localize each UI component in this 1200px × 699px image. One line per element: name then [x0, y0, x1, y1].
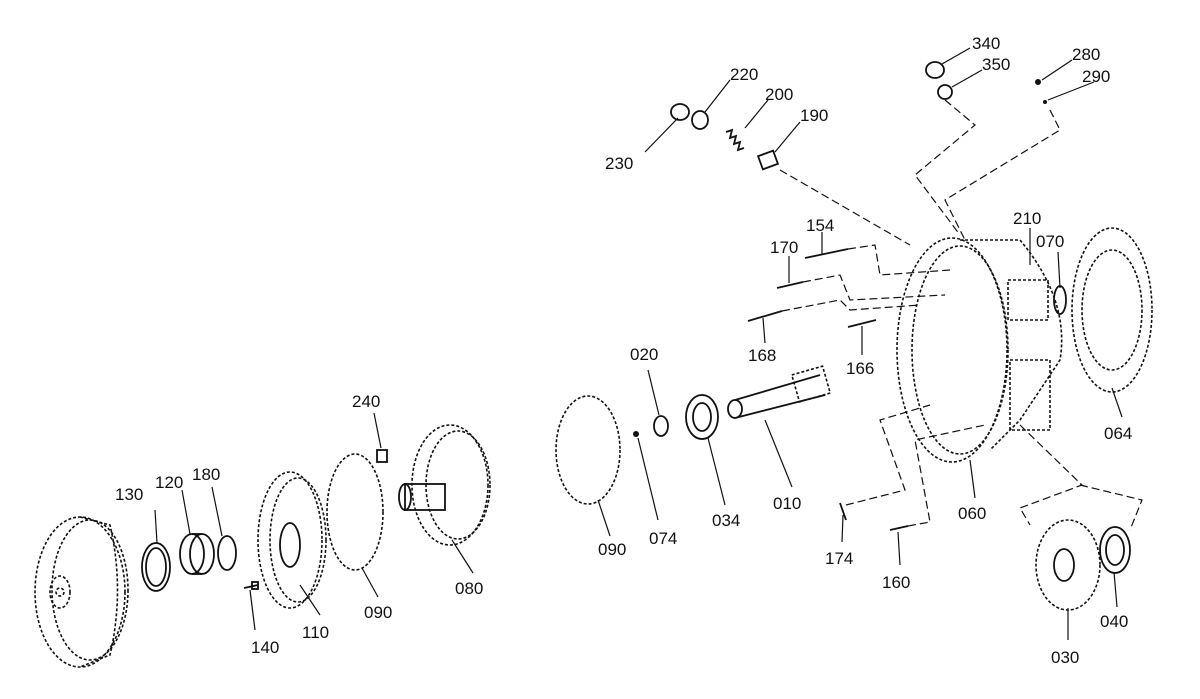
- washer-290: [1043, 100, 1047, 104]
- label-200: 200: [765, 85, 793, 104]
- assembly-line-040: [1079, 484, 1143, 531]
- label-034: 034: [712, 511, 740, 530]
- plug-230: [670, 103, 690, 121]
- label-090-center: 090: [598, 540, 626, 559]
- assembly-line-174: [845, 404, 931, 506]
- label-020: 020: [630, 345, 658, 364]
- plug-340: [925, 61, 945, 79]
- cover-064: [1071, 227, 1153, 393]
- screw-166: [847, 319, 877, 328]
- part-labels: 230 220 200 190 340 350 280 290 210 070 …: [115, 34, 1132, 667]
- label-168: 168: [748, 346, 776, 365]
- label-190: 190: [800, 106, 828, 125]
- label-280: 280: [1072, 45, 1100, 64]
- label-140: 140: [251, 638, 279, 657]
- label-090-left: 090: [364, 603, 392, 622]
- assembly-line-190: [779, 169, 911, 246]
- gasket-090-center: [555, 395, 621, 505]
- label-010: 010: [773, 494, 801, 513]
- bearing-040: [1099, 526, 1131, 574]
- screw-168: [747, 310, 783, 322]
- screw-174: [839, 502, 847, 521]
- label-040: 040: [1100, 612, 1128, 631]
- ball-074: [633, 431, 639, 437]
- gasket-090-left: [326, 453, 384, 571]
- ring-180: [217, 535, 237, 571]
- label-210: 210: [1013, 209, 1041, 228]
- label-340: 340: [972, 34, 1000, 53]
- label-350: 350: [982, 55, 1010, 74]
- torque-converter: [34, 516, 129, 668]
- label-060: 060: [958, 504, 986, 523]
- label-230: 230: [605, 154, 633, 173]
- screw-154: [804, 248, 849, 259]
- assembly-line-350: [914, 99, 976, 236]
- label-120: 120: [155, 473, 183, 492]
- assembly-line-168: [781, 299, 921, 312]
- assembly-line-290: [944, 109, 1061, 241]
- bearing-120: [179, 533, 215, 575]
- label-064: 064: [1104, 424, 1132, 443]
- label-290: 290: [1082, 67, 1110, 86]
- leader-lines: [154, 47, 1123, 640]
- label-174: 174: [825, 549, 853, 568]
- o-ring-020: [653, 415, 669, 437]
- assembly-line-160: [907, 424, 986, 527]
- assembly-line-030: [1019, 424, 1084, 526]
- o-ring-220: [691, 110, 709, 130]
- label-130: 130: [115, 485, 143, 504]
- screw-160: [889, 525, 909, 531]
- housing-060: [896, 237, 1063, 463]
- label-080: 080: [455, 579, 483, 598]
- label-170: 170: [770, 238, 798, 257]
- spring-200: [725, 128, 745, 152]
- ring-130: [141, 542, 171, 592]
- assembly-line-154: [847, 244, 951, 276]
- screw-280: [1035, 79, 1041, 85]
- label-160: 160: [882, 573, 910, 592]
- label-220: 220: [730, 65, 758, 84]
- assembly-line-170: [802, 274, 946, 301]
- o-ring-350: [937, 84, 953, 100]
- seal-034: [685, 394, 719, 440]
- pump-plate-110: [257, 471, 327, 609]
- label-180: 180: [192, 465, 220, 484]
- label-110: 110: [302, 623, 329, 642]
- label-030: 030: [1051, 648, 1079, 667]
- plug-240: [376, 449, 388, 463]
- label-240: 240: [352, 392, 380, 411]
- gear-030: [1035, 519, 1101, 611]
- label-154: 154: [806, 216, 834, 235]
- shaft-010: [727, 365, 832, 419]
- label-166: 166: [846, 359, 874, 378]
- screw-140: [243, 581, 259, 590]
- screw-170: [776, 281, 804, 289]
- label-074: 074: [649, 529, 677, 548]
- pump-housing-080: [398, 424, 491, 546]
- piston-190: [756, 149, 780, 171]
- label-070: 070: [1036, 232, 1064, 251]
